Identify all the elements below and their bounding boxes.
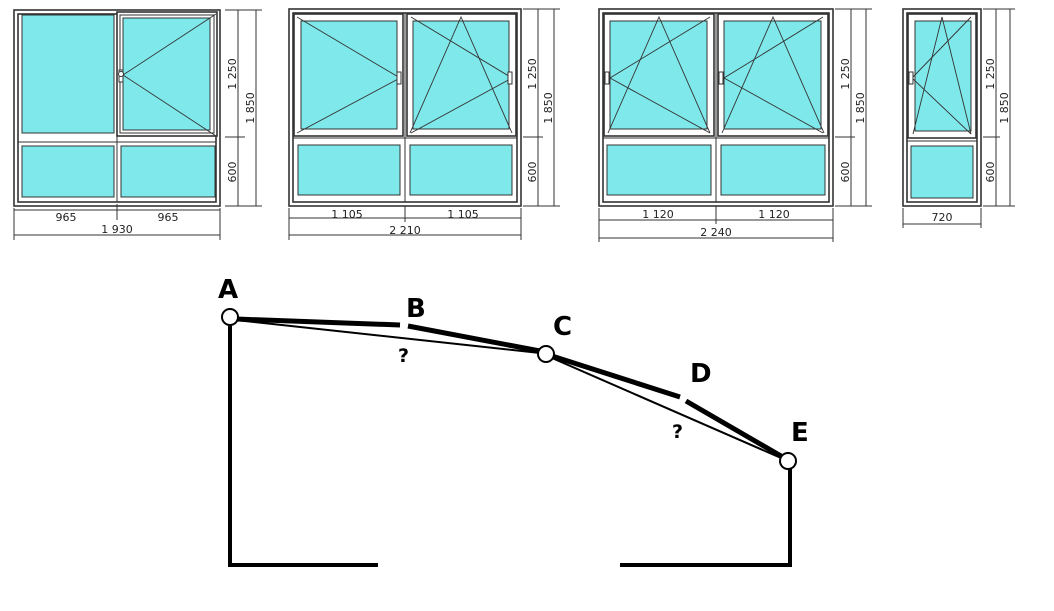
dim-width-total: 2 210 [389, 224, 421, 237]
window-3-glass-upper-left [609, 20, 708, 130]
dim-width-total: 2 240 [700, 226, 732, 239]
dim-height-total: 1 850 [998, 92, 1011, 124]
window-1-glass-lower-left [21, 145, 115, 198]
window-2-tilt-marks [409, 15, 513, 134]
dim-height-upper: 1 250 [226, 58, 239, 90]
chord-ac [235, 319, 541, 354]
segment-de [684, 398, 783, 459]
label-d: D [690, 359, 712, 389]
label-e: E [791, 418, 809, 448]
window-3-tilt-marks-left [607, 15, 711, 134]
window-4-glass-upper [914, 20, 972, 132]
window-2-glass-upper-right [412, 20, 510, 130]
left-wall [228, 318, 378, 567]
window-4-handle [908, 71, 914, 85]
dim-height-lower: 600 [839, 162, 852, 183]
dim-width-right: 1 105 [447, 208, 479, 221]
window-2: 1 105 1 105 2 210 1 250 600 1 850 [288, 8, 560, 240]
window-4-dimensions: 720 1 250 600 1 850 [902, 8, 1015, 228]
dim-height-lower: 600 [226, 162, 239, 183]
chord-ce [551, 357, 782, 459]
segment-bc [407, 323, 541, 354]
window-1-glass-lower-right [120, 145, 216, 198]
window-1-glass-opening [122, 17, 211, 131]
window-1-glass-fixed [21, 14, 115, 134]
window-2-dimensions: 1 105 1 105 2 210 1 250 600 1 850 [288, 8, 560, 240]
dim-width-left: 965 [56, 211, 77, 224]
node-a [221, 308, 239, 326]
dim-height-upper: 1 250 [984, 58, 997, 90]
window-4: 720 1 250 600 1 850 [902, 8, 1015, 228]
window-4-tilt-marks [912, 16, 972, 135]
window-2-handles [396, 71, 513, 85]
node-e [779, 452, 797, 470]
dim-height-upper: 1 250 [526, 58, 539, 90]
dim-width-total: 1 930 [101, 223, 133, 236]
dim-width-right: 1 120 [758, 208, 790, 221]
window-4-glass-lower [910, 145, 974, 199]
window-3-glass-lower-right [720, 144, 826, 196]
window-2-glass-upper-left [300, 20, 398, 130]
window-2-glass-lower-right [409, 144, 513, 196]
window-3-glass-upper-right [723, 20, 822, 130]
label-b: B [406, 294, 426, 324]
dim-width-left: 1 120 [642, 208, 674, 221]
window-3-glass-lower-left [606, 144, 712, 196]
label-a: A [218, 275, 238, 305]
segment-cd [551, 353, 681, 400]
window-1-handle [118, 69, 124, 83]
window-3-opening-marks-left [609, 16, 711, 134]
dim-width-left: 1 105 [331, 208, 363, 221]
dim-width-total: 720 [932, 211, 953, 224]
window-3-tilt-marks-right [721, 15, 825, 134]
node-c [537, 345, 555, 363]
balcony-plan: A B C D E ? ? [218, 275, 809, 567]
dim-height-lower: 600 [984, 162, 997, 183]
dim-width-right: 965 [158, 211, 179, 224]
dim-height-total: 1 850 [542, 92, 555, 124]
dim-height-total: 1 850 [244, 92, 257, 124]
segment-ab [235, 316, 401, 328]
window-1: 965 965 1 930 1 250 600 1 850 [13, 9, 262, 240]
window-3-handles [604, 71, 724, 85]
dim-height-lower: 600 [526, 162, 539, 183]
dim-height-total: 1 850 [854, 92, 867, 124]
unknown-length-ce: ? [672, 421, 683, 443]
label-c: C [553, 312, 572, 342]
window-1-dimensions: 965 965 1 930 1 250 600 1 850 [13, 9, 262, 240]
unknown-length-ac: ? [398, 345, 409, 367]
window-3-dimensions: 1 120 1 120 2 240 1 250 600 1 850 [598, 8, 872, 242]
window-2-glass-lower-left [297, 144, 401, 196]
dim-height-upper: 1 250 [839, 58, 852, 90]
window-3: 1 120 1 120 2 240 1 250 600 1 850 [598, 8, 872, 242]
right-wall [620, 462, 792, 567]
